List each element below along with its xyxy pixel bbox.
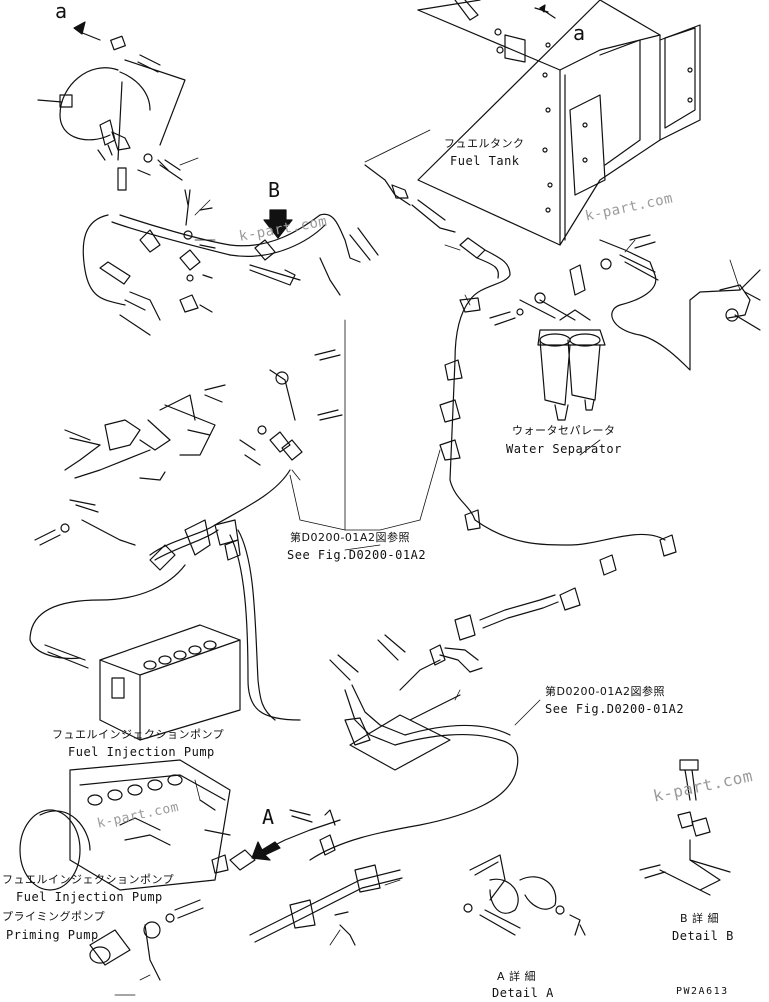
mid-left-fittings xyxy=(34,349,343,571)
ref-a-label: A xyxy=(262,805,275,829)
priming-pump-jp: プライミングポンプ xyxy=(2,910,106,923)
detail-b-title-jp: B 詳 細 xyxy=(680,912,720,925)
priming-pump-en: Priming Pump xyxy=(6,928,99,942)
left-hose-routes xyxy=(29,469,301,721)
right-hose-lines xyxy=(364,164,761,576)
ref-a-left: a xyxy=(55,0,68,23)
ref-arrow-a xyxy=(251,841,281,861)
injection-pump-1-en: Fuel Injection Pump xyxy=(68,745,215,759)
fuel-tank-label-jp: フュエルタンク xyxy=(444,137,525,150)
detail-a-title-jp: A 詳 細 xyxy=(497,970,537,983)
ref-b-label: B xyxy=(268,178,281,202)
fuel-tank xyxy=(417,0,701,246)
leader-lines xyxy=(114,129,761,996)
drawing-code: PW2A613 xyxy=(676,986,729,997)
see-fig-1-jp: 第D0200-01A2図参照 xyxy=(290,531,410,544)
center-hose-stack xyxy=(309,587,581,861)
detail-b-title-en: Detail B xyxy=(672,929,734,943)
water-separator-label-en: Water Separator xyxy=(506,442,622,456)
detail-a-drawing xyxy=(463,854,586,936)
see-fig-1-en: See Fig.D0200-01A2 xyxy=(287,548,427,562)
upper-hose-loop xyxy=(82,189,379,336)
fuel-tank-label-en: Fuel Tank xyxy=(450,154,520,168)
lower-pump-assembly xyxy=(19,759,403,981)
injection-pump-2-en: Fuel Injection Pump xyxy=(16,890,163,904)
ref-a-right: a xyxy=(573,21,586,45)
injection-pump-2-jp: フュエルインジェクションポンプ xyxy=(2,873,175,886)
detail-b-drawing xyxy=(639,759,731,896)
ref-arrow-b xyxy=(263,209,293,239)
see-fig-2-jp: 第D0200-01A2図参照 xyxy=(545,685,665,698)
detail-a-title-en: Detail A xyxy=(492,986,554,1000)
fuel-injection-pump-upper xyxy=(44,624,241,741)
water-separator-label-jp: ウォータセパレータ xyxy=(512,424,616,437)
see-fig-2-en: See Fig.D0200-01A2 xyxy=(545,702,685,716)
top-left-hose-assembly xyxy=(37,21,186,191)
injection-pump-1-jp: フュエルインジェクションポンプ xyxy=(52,728,225,741)
water-separator xyxy=(489,264,606,421)
